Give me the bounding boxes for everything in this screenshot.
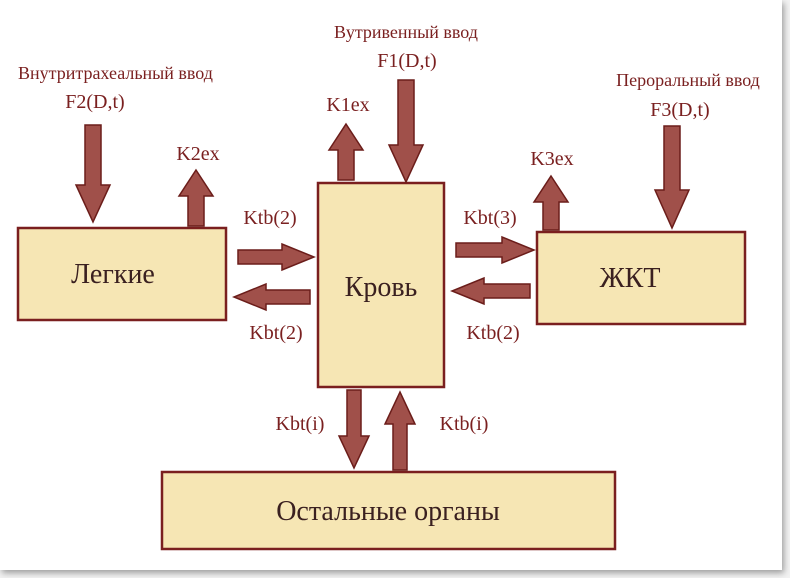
other-organs-box [160,470,617,551]
blood-label: Кровь [345,272,418,303]
blood-to-other-arrow [337,389,371,470]
blood-to-gi-arrow [455,235,536,265]
blood-box [316,181,446,389]
lungs-label: Легкие [71,259,155,290]
blood-to-lung-arrow [232,282,311,312]
gi-box [535,230,747,326]
k3ex-arrow [532,174,570,231]
other-organs-label: Остальные органы [276,496,500,527]
intratracheal-func-label: F2(D,t) [65,91,124,113]
other-to-blood-label: Ktb(i) [440,413,489,435]
oral-func-label: F3(D,t) [650,99,709,121]
blood-to-other-label: Kbt(i) [276,413,325,435]
intravenous-input-arrow [387,79,425,184]
intratracheal-input-arrow [74,124,112,224]
intravenous-input-label: Вутривенный ввод [334,22,478,42]
k2ex-arrow [177,168,215,227]
oral-input-label: Пероральный ввод [616,70,760,90]
other-to-blood-arrow [383,390,417,471]
pk-model-diagram: Легкие Кровь ЖКТ Остальные органы Внутри… [16,22,760,551]
lungs-box [16,226,228,322]
lung-to-blood-arrow [237,242,316,272]
diagram-canvas: Легкие Кровь ЖКТ Остальные органы Внутри… [0,0,782,570]
gi-to-blood-arrow [450,276,531,306]
intravenous-func-label: F1(D,t) [377,50,436,72]
blood-to-gi-label: Kbt(3) [463,207,516,229]
lung-to-blood-label: Ktb(2) [243,207,296,229]
k1ex-label: K1ex [326,94,369,116]
k3ex-label: K3ex [530,148,573,170]
gi-to-blood-label: Ktb(2) [466,322,519,344]
blood-to-lung-label: Kbt(2) [249,322,302,344]
intratracheal-input-label: Внутритрахеальный ввод [18,63,213,83]
gi-label: ЖКТ [600,263,661,294]
k1ex-arrow [327,122,365,181]
oral-input-arrow [653,125,691,230]
k2ex-label: K2ex [176,143,219,165]
